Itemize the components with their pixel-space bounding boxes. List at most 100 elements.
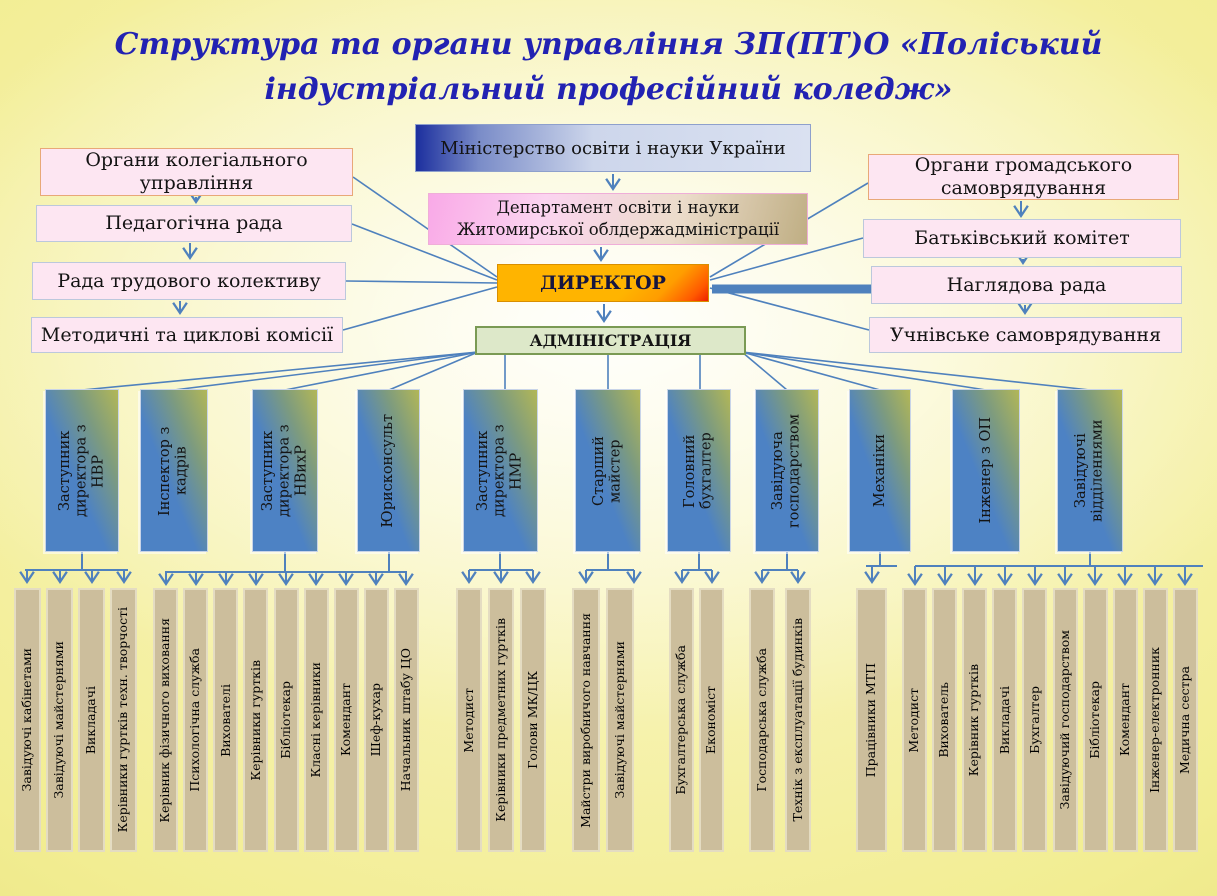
staff-label: Класні керівники: [307, 662, 323, 778]
staff-box: Керівник гуртків: [962, 588, 988, 852]
manager-box-chief-accountant: Головний бухгалтер: [667, 389, 731, 552]
staff-box: Бібліотекар: [1082, 588, 1108, 852]
student-self-government-label: Учнівське самоврядування: [889, 323, 1162, 346]
staff-label: Працівники МТП: [863, 662, 879, 778]
staff-box: Начальник штабу ЦО: [394, 588, 419, 852]
staff-box: Керівник фізичного виховання: [153, 588, 178, 852]
manager-box-mechanics: Механіки: [849, 389, 911, 552]
page-title-line2: індустріальний професійний коледж»: [264, 72, 953, 107]
manager-label: Юрисконсульт: [380, 413, 397, 528]
staff-box: Інженер-електронник: [1142, 588, 1168, 852]
staff-label: Викладачі: [83, 685, 99, 755]
staff-box: Комендант: [333, 588, 359, 852]
page-title: Структура та органи управління ЗП(ПТ)О «…: [0, 22, 1217, 112]
staff-label: Вихователі: [217, 683, 233, 757]
staff-box: Викладачі: [78, 588, 105, 852]
manager-label: Заступник директора з НВР: [56, 424, 107, 517]
staff-box: Вихователі: [213, 588, 239, 852]
staff-box: Економіст: [699, 588, 724, 852]
manager-label: Інженер з ОП: [977, 417, 994, 524]
staff-label: Психологічна служба: [187, 648, 203, 792]
staff-label: Начальник штабу ЦО: [398, 648, 414, 792]
staff-label: Бібліотекар: [277, 681, 293, 759]
staff-label: Бухгалтер: [1026, 686, 1042, 754]
staff-box: Завідуючі майстернями: [46, 588, 73, 852]
public-self-government-header: Органи громадського самоврядування: [868, 154, 1179, 200]
staff-box: Керівники гуртків техн. творчості: [110, 588, 137, 852]
collegial-bodies-header: Органи колегіального управління: [40, 148, 353, 196]
manager-label: Інспектор з кадрів: [157, 425, 190, 516]
methodical-commissions-label: Методичні та циклові комісії: [40, 323, 334, 346]
staff-label: Завідуючий господарством: [1056, 630, 1072, 810]
student-self-government-box: Учнівське самоврядування: [869, 317, 1182, 353]
manager-box-household-head: Завідуюча господарством: [755, 389, 819, 552]
staff-box: Завідуючий господарством: [1052, 588, 1078, 852]
department-label: Департамент освіти і науки Житомирської …: [456, 197, 780, 239]
staff-group-household: Господарська служба Технік з експлуатаці…: [749, 588, 811, 852]
staff-label: Керівники гуртків техн. творчості: [115, 607, 131, 833]
director-label: ДИРЕКТОР: [540, 272, 666, 294]
staff-group-nvr: Завідуючі кабінетами Завідуючі майстерня…: [14, 588, 137, 852]
staff-box: Завідуючі кабінетами: [14, 588, 41, 852]
staff-label: Шеф-кухар: [368, 683, 384, 757]
manager-box-safety-engineer: Інженер з ОП: [952, 389, 1020, 552]
manager-label: Заступник директора з НМР: [475, 424, 525, 517]
staff-label: Завідуючі кабінетами: [19, 648, 35, 792]
manager-box-deputy-nvr: Заступник директора з НВР: [45, 389, 119, 552]
manager-box-senior-master: Старший майстер: [575, 389, 641, 552]
staff-label: Завідуючі майстернями: [611, 641, 627, 799]
manager-label: Старший майстер: [591, 435, 624, 506]
staff-box: Майстри виробничого навчання: [572, 588, 600, 852]
staff-box: Викладачі: [992, 588, 1018, 852]
manager-box-hr-inspector: Інспектор з кадрів: [140, 389, 208, 552]
staff-group-mechanics: Працівники МТП: [856, 588, 887, 852]
staff-label: Керівник фізичного виховання: [157, 617, 173, 823]
staff-group-nmr: Методист Керівники предметних гуртків Го…: [456, 588, 546, 852]
staff-box: Голови МК/ЦК: [520, 588, 546, 852]
manager-label: Заступник директора з НВихР: [259, 424, 310, 517]
staff-box: Комендант: [1112, 588, 1138, 852]
staff-box: Завідуючі майстернями: [606, 588, 634, 852]
staff-group-departments: Методист Вихователь Керівник гуртків Вик…: [902, 588, 1198, 852]
staff-label: Керівник гуртків: [966, 663, 982, 777]
staff-box: Вихователь: [932, 588, 958, 852]
staff-box: Господарська служба: [749, 588, 775, 852]
parents-committee-label: Батьківський комітет: [914, 227, 1130, 250]
staff-label: Завідуючі майстернями: [51, 641, 67, 799]
staff-box: Керівники гуртків: [243, 588, 269, 852]
staff-box: Психологічна служба: [183, 588, 209, 852]
administration-label: АДМІНІСТРАЦІЯ: [529, 331, 692, 350]
staff-box: Класні керівники: [303, 588, 329, 852]
manager-box-deputy-nvyhr: Заступник директора з НВихР: [252, 389, 318, 552]
manager-label: Головний бухгалтер: [682, 432, 715, 509]
staff-label: Викладачі: [996, 685, 1012, 755]
staff-label: Керівники гуртків: [247, 659, 263, 781]
staff-box: Бібліотекар: [273, 588, 299, 852]
page-title-line1: Структура та органи управління ЗП(ПТ)О «…: [114, 27, 1103, 62]
manager-label: Завідуючі відділеннями: [1073, 419, 1106, 522]
labor-collective-council-label: Рада трудового колективу: [57, 269, 321, 292]
methodical-commissions-box: Методичні та циклові комісії: [31, 317, 343, 353]
pedagogical-council-box: Педагогічна рада: [36, 205, 352, 242]
staff-box: Методист: [456, 588, 482, 852]
department-box: Департамент освіти і науки Житомирської …: [428, 193, 808, 245]
supervisory-board-box: Наглядова рада: [871, 266, 1182, 304]
staff-label: Голови МК/ЦК: [524, 671, 540, 769]
staff-label: Господарська служба: [753, 648, 769, 792]
administration-box: АДМІНІСТРАЦІЯ: [475, 326, 746, 355]
staff-box: Працівники МТП: [856, 588, 887, 852]
staff-label: Комендант: [1117, 683, 1133, 757]
staff-box: Бухгалтер: [1022, 588, 1048, 852]
director-box: ДИРЕКТОР: [497, 264, 709, 302]
manager-box-legal-counsel: Юрисконсульт: [357, 389, 420, 552]
staff-label: Технік з експлуатації будинків: [789, 618, 805, 822]
staff-box: Керівники предметних гуртків: [488, 588, 514, 852]
staff-label: Методист: [906, 687, 922, 753]
staff-label: Комендант: [338, 683, 353, 757]
staff-box: Бухгалтерська служба: [669, 588, 694, 852]
staff-label: Інженер-електронник: [1147, 647, 1163, 793]
ministry-label: Міністерство освіти і науки України: [440, 137, 786, 159]
public-self-government-label: Органи громадського самоврядування: [914, 154, 1133, 199]
manager-label: Завідуюча господарством: [770, 413, 803, 528]
